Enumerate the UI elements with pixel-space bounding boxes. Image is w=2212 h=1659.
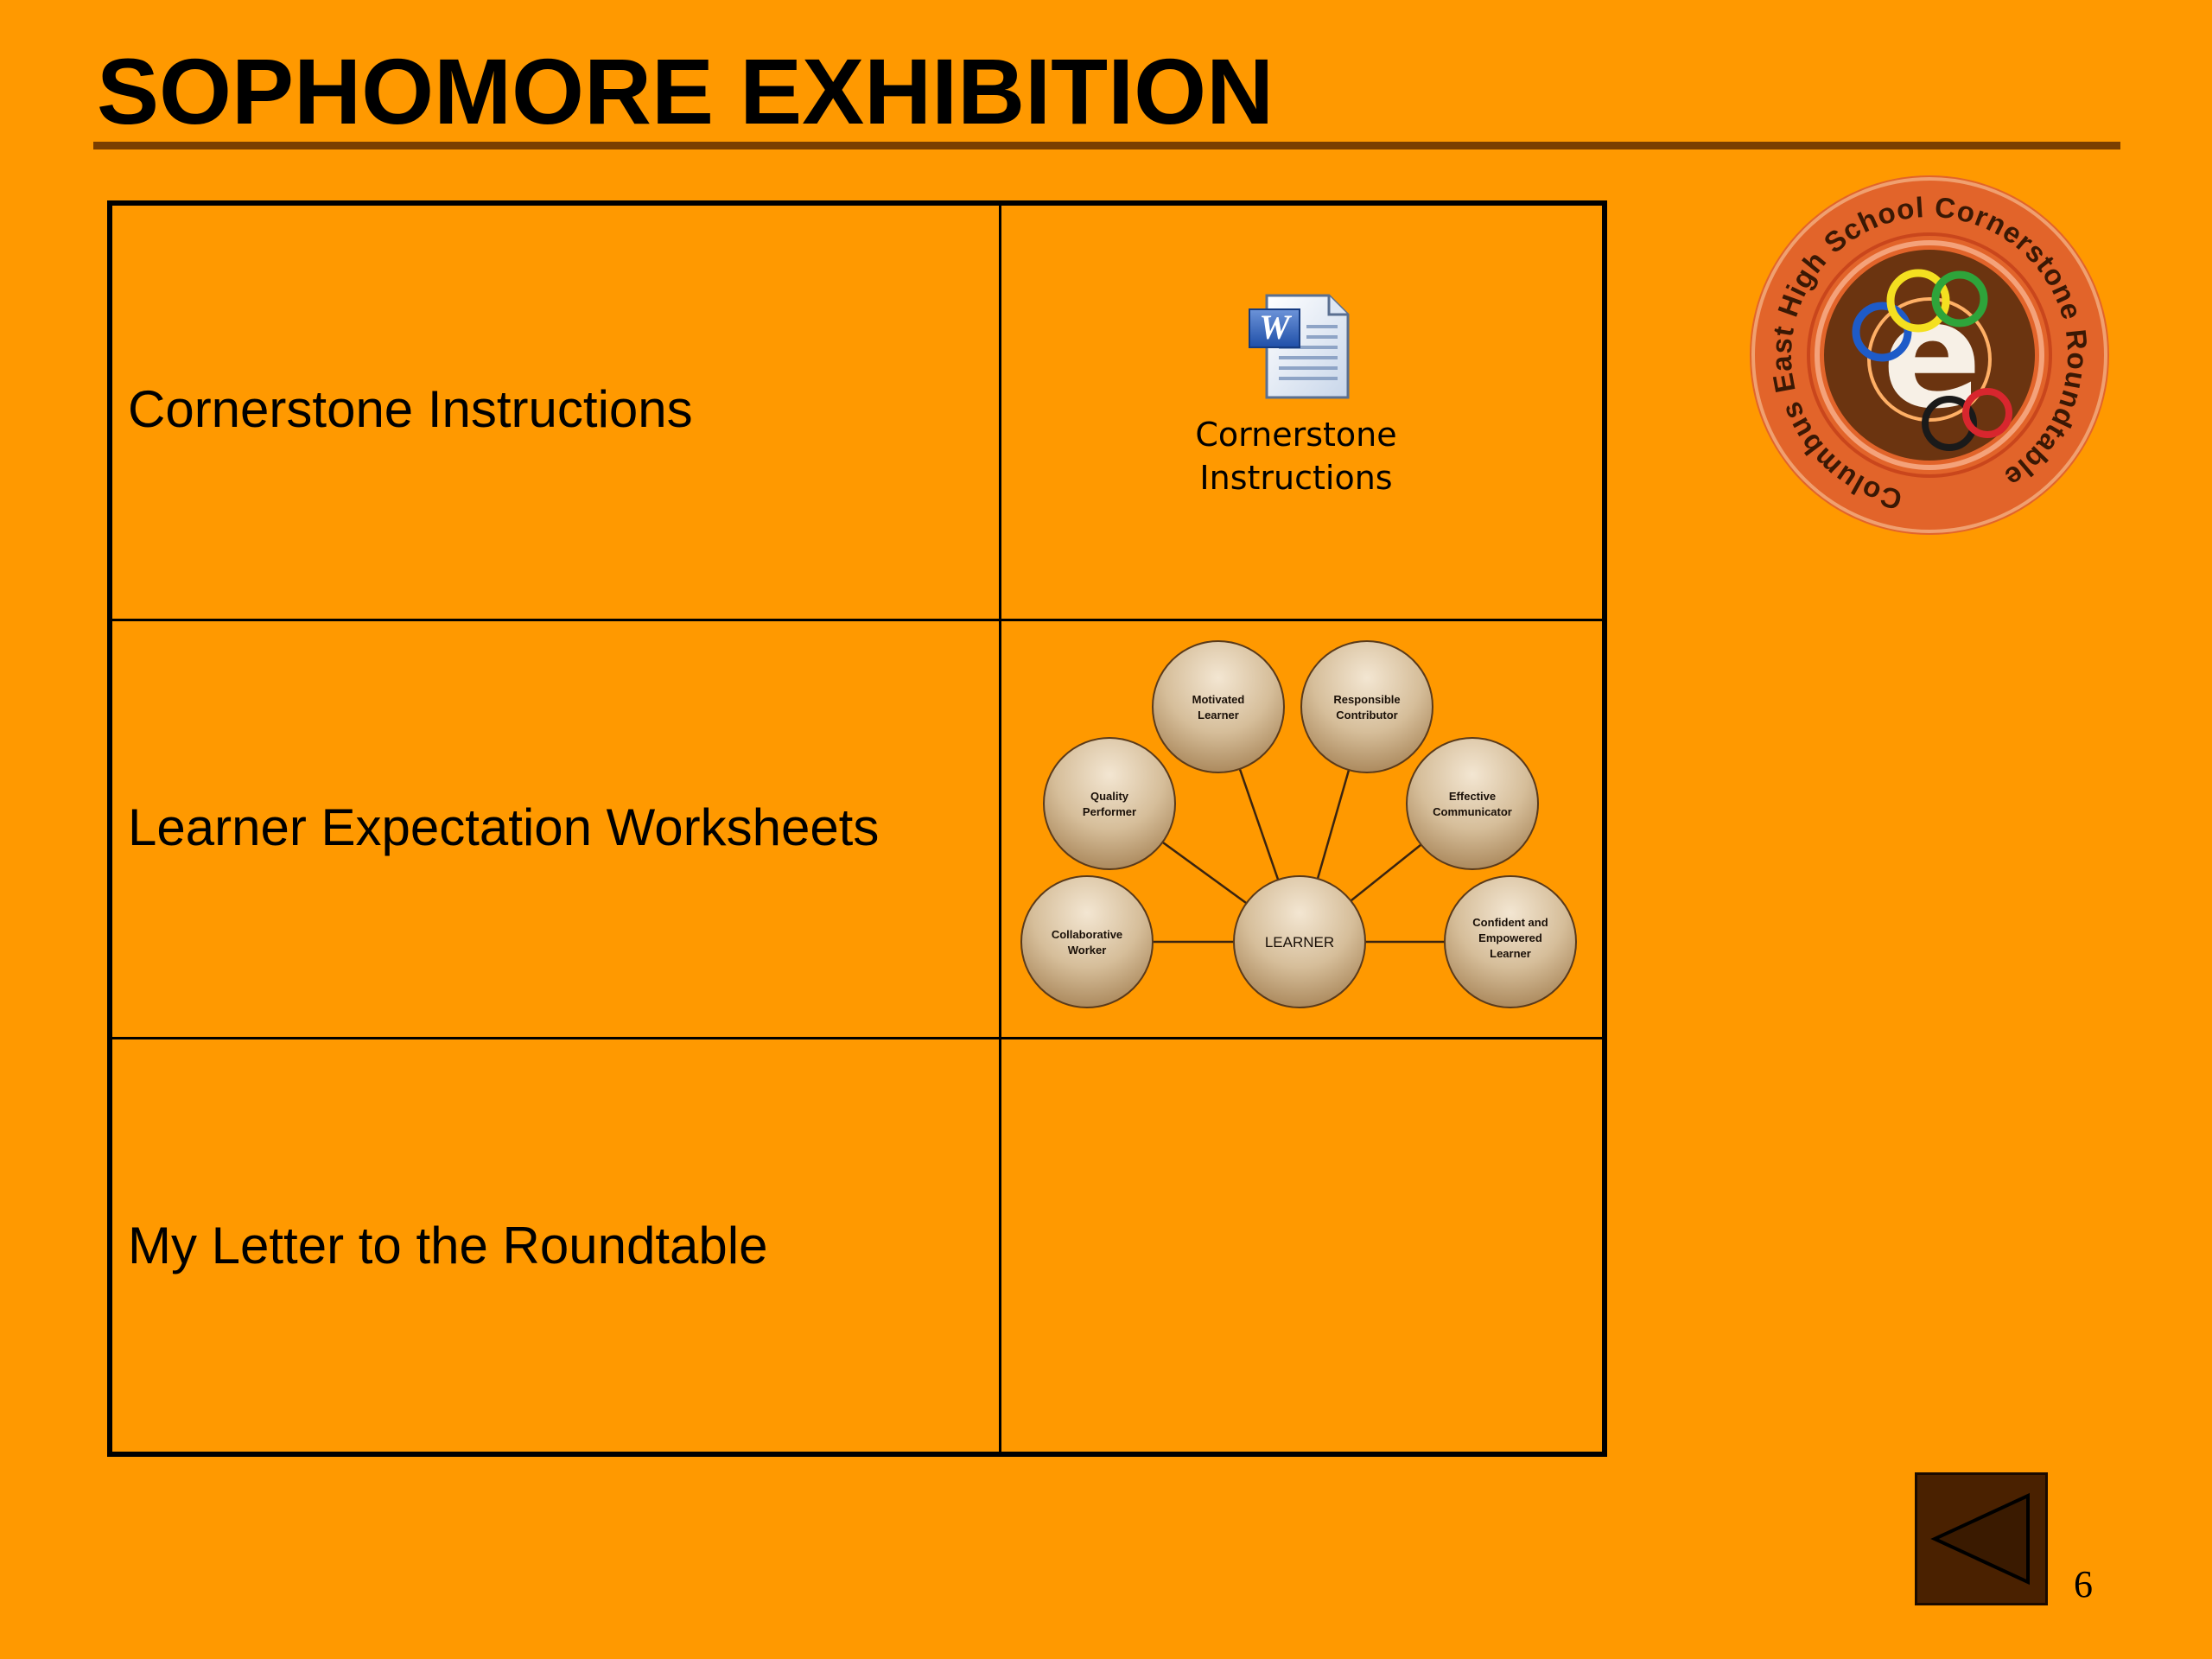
diagram-label: Performer [1083,805,1136,818]
diagram-node-confident-empowered-learner [1444,875,1577,1008]
svg-text:W: W [1259,308,1292,346]
word-document-icon[interactable]: W [1244,290,1357,403]
row-label-cornerstone-instructions: Cornerstone Instructions [128,380,693,438]
diagram-label: Collaborative [1052,928,1122,941]
triangle-left-icon [1930,1492,2030,1586]
diagram-label: Contributor [1336,709,1397,721]
diagram-label: Confident and [1472,916,1548,929]
diagram-node-quality-performer [1043,737,1176,870]
diagram-node-learner [1233,875,1366,1008]
content-table [107,200,1607,1457]
slide-title: SOPHOMORE EXHIBITION [97,39,1274,143]
table-column-divider [999,206,1001,1452]
table-row-divider [112,1037,1602,1039]
diagram-label: Responsible [1333,693,1400,706]
diagram-node-collaborative-worker [1020,875,1154,1008]
page-number: 6 [2074,1563,2093,1605]
diagram-node-effective-communicator [1406,737,1539,870]
row-label-learner-expectation-worksheets[interactable]: Learner Expectation Worksheets [128,798,880,856]
diagram-label: Motivated [1192,693,1245,706]
word-caption-line2: Instructions [1199,459,1393,497]
diagram-label: Effective [1449,790,1496,803]
school-logo-seal: Columbus East High School Cornerstone Ro… [1750,175,2109,535]
diagram-label: Empowered [1478,931,1542,944]
word-document-caption[interactable]: Cornerstone Instructions [1149,413,1443,499]
diagram-label: Learner [1198,709,1239,721]
diagram-node-responsible-contributor [1300,640,1433,773]
diagram-label: Communicator [1433,805,1512,818]
row-label-letter-to-roundtable: My Letter to the Roundtable [128,1217,768,1274]
word-caption-line1: Cornerstone [1195,416,1397,454]
diagram-center-label: LEARNER [1265,934,1334,950]
learner-expectations-diagram[interactable]: Collaborative Worker Quality Performer M… [1016,636,1586,1013]
diagram-node-motivated-learner [1152,640,1285,773]
table-row-divider [112,619,1602,621]
diagram-label: Worker [1068,944,1107,957]
back-button[interactable] [1915,1472,2048,1605]
diagram-label: Quality [1090,790,1129,803]
title-underline [93,142,2120,149]
diagram-label: Learner [1490,947,1531,960]
